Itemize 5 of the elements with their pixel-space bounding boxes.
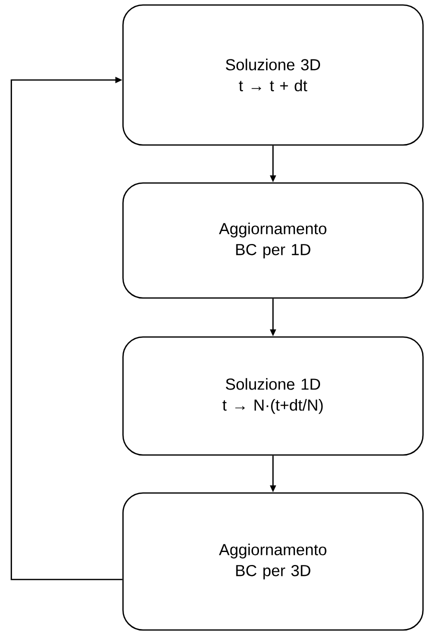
feedback-arrow bbox=[10, 76, 122, 580]
process-box: Aggiornamento BC per 3D bbox=[122, 492, 424, 631]
process-box: Aggiornamento BC per 1D bbox=[122, 182, 424, 299]
process-box: Soluzione 3D t → t + dt bbox=[122, 4, 424, 146]
process-box: Soluzione 1D t → N·(t+dt/N) bbox=[122, 336, 424, 456]
